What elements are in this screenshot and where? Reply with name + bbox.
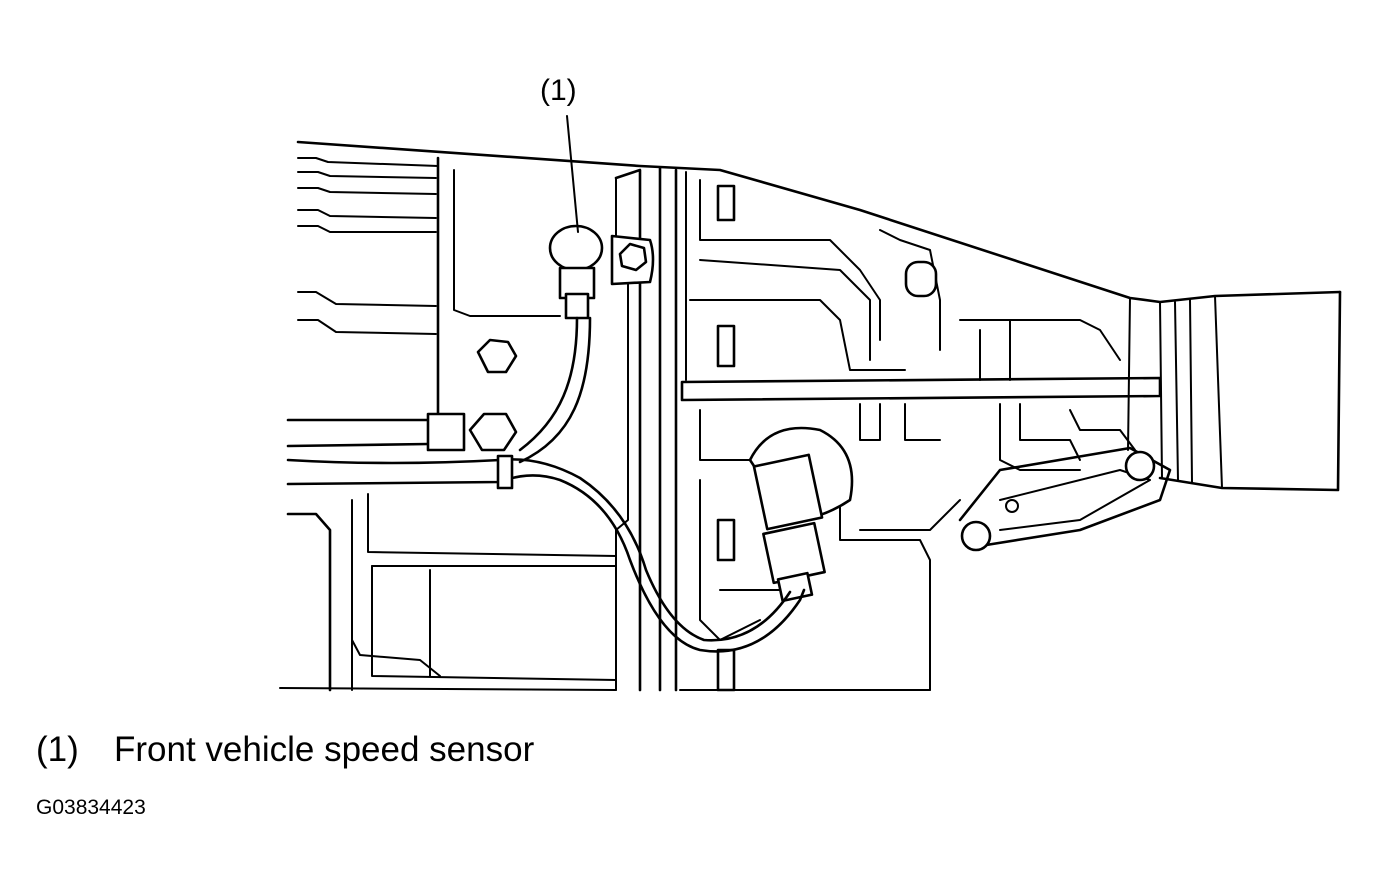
front-vehicle-speed-sensor: [548, 224, 655, 320]
callout-leader-line: [566, 115, 579, 233]
transmission-casing: [279, 140, 1342, 692]
mounting-bracket: [958, 446, 1172, 552]
rear-sensor-connector: [748, 426, 854, 603]
wiring-harness: [286, 316, 806, 653]
legend-item-label: Front vehicle speed sensor: [114, 730, 535, 769]
callout-number: (1): [540, 74, 577, 107]
figure-id: G03834423: [36, 796, 146, 819]
hex-bolts: [468, 184, 938, 692]
legend-item: (1) Front vehicle speed sensor: [36, 730, 534, 770]
legend-item-number: (1): [36, 730, 79, 769]
